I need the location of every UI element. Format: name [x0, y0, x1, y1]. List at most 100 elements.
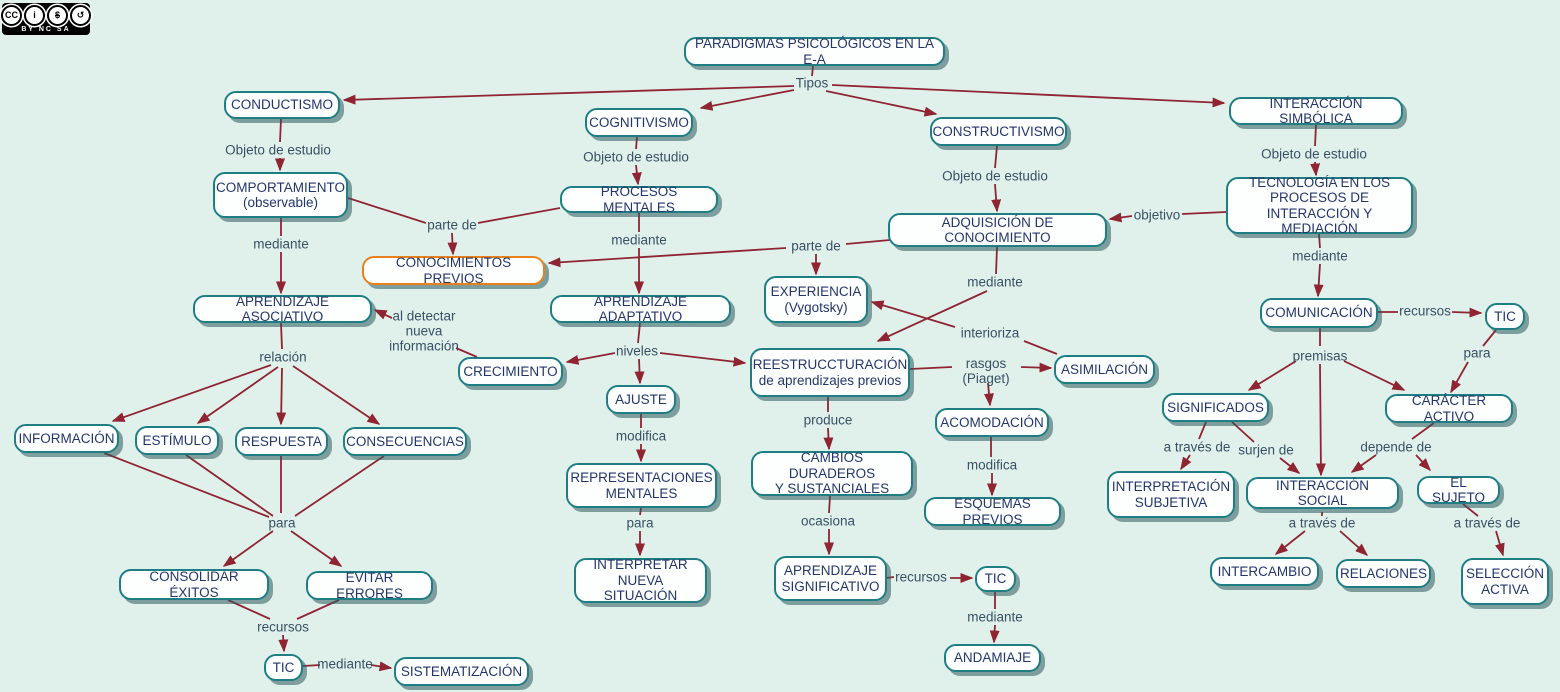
concept-node-intercambio: INTERCAMBIO [1210, 557, 1319, 586]
edge-line [909, 366, 953, 370]
concept-node-cambios-duraderos: CAMBIOS DURADEROS Y SUSTANCIALES [751, 450, 913, 496]
edge-line [1020, 362, 1053, 373]
edge-line [290, 530, 343, 567]
edge-line [1231, 421, 1255, 443]
link-label-objeto-de-estudio-constructivismo: Objeto de estudio [942, 168, 1048, 184]
link-label-mediante-comportamiento: mediante [253, 236, 309, 252]
link-label-a-traves-de-significados: a través de [1163, 439, 1231, 455]
link-label-ocasiona: ocasiona [800, 513, 856, 529]
concept-node-informacion: INFORMACIÓN [14, 424, 119, 453]
edge-line [1411, 422, 1435, 440]
link-label-tipos: Tipos [795, 75, 829, 91]
concept-node-conductismo: CONDUCTISMO [224, 91, 340, 119]
cc-license-caption: BY NC SA [21, 26, 71, 33]
edge-line [659, 352, 747, 367]
edge-line [447, 232, 458, 256]
link-label-modifica-acomodacion: modifica [966, 457, 1018, 473]
edge-line [222, 530, 274, 567]
concept-node-reestruccturacion: REESTRUCCTURACIÓN de aprendizajes previo… [750, 348, 910, 397]
edge-line [831, 84, 1226, 108]
link-label-a-traves-de-sujeto: a través de [1453, 515, 1521, 531]
edge-line [1462, 503, 1479, 517]
concept-node-aprendizaje-asociativo: APRENDIZAJE ASOCIATIVO [193, 294, 372, 324]
edge-line [885, 576, 895, 579]
link-label-a-traves-de-interaccion: a través de [1288, 515, 1356, 531]
link-label-modifica-ajuste: modifica [615, 428, 667, 444]
concept-node-procesos-mentales: PROCESOS MENTALES [560, 184, 718, 215]
edge-line [1450, 361, 1469, 394]
edge-line [276, 367, 287, 426]
link-label-premisas: premisas [1292, 348, 1348, 364]
concept-node-ajuste: AJUSTE [606, 385, 676, 414]
concept-node-conocimientos-previos: CONOCIMIENTOS PREVIOS [362, 255, 545, 286]
edge-line [1274, 530, 1306, 555]
edge-line [828, 495, 831, 514]
share-alike-icon: ↺ [70, 4, 91, 26]
edge-line [279, 118, 282, 143]
attribution-icon: i [24, 4, 45, 26]
link-label-mediante-tic-centro: mediante [967, 609, 1023, 625]
concept-node-significados: SIGNIFICADOS [1162, 393, 1269, 422]
edge-line [1494, 530, 1505, 557]
edge-line [103, 452, 270, 518]
concept-node-interaccion-social: INTERACCIÓN SOCIAL [1246, 477, 1399, 509]
edge-line [631, 164, 642, 186]
edge-line [1451, 307, 1483, 318]
concept-node-paradigmas-psicologicos: PARADIGMAS PSICOLÓGICOS EN LA E-A [684, 36, 945, 67]
edge-line [111, 364, 272, 422]
edge-line [991, 183, 1002, 213]
link-label-para-conductismo: para [268, 515, 296, 531]
edge-line [1310, 161, 1321, 177]
edge-line [634, 358, 645, 385]
edge-line [845, 239, 891, 245]
edge-line [811, 65, 814, 77]
concept-node-asimilacion: ASIMILACIÓN [1054, 355, 1155, 384]
edge-line [185, 454, 274, 517]
concept-node-aprendizaje-significativo: APRENDIZAJE SIGNIFICATIVO [774, 556, 887, 601]
edge-line [373, 309, 393, 320]
edge-line [1108, 212, 1133, 223]
link-label-relacion: relación [259, 349, 307, 365]
edge-line [302, 664, 321, 667]
concept-node-caracter-activo: CARÁCTER ACTIVO [1385, 393, 1513, 424]
concept-node-adquisicion-de-conocimiento: ADQUISICIÓN DE CONOCIMIENTO [888, 213, 1107, 247]
concept-node-constructivismo: CONSTRUCTIVISMO [930, 117, 1067, 146]
link-label-rasgos-piaget: rasgos (Piaget) [962, 355, 1010, 386]
link-label-objeto-de-estudio-interaccion: Objeto de estudio [1261, 146, 1367, 162]
edge-line [876, 290, 988, 342]
edge-line [870, 300, 956, 328]
link-label-mediante-procesos: mediante [611, 232, 667, 248]
link-label-niveles: niveles [615, 343, 659, 359]
concept-node-comunicacion: COMUNICACIÓN [1260, 298, 1378, 328]
concept-node-tecnologia-procesos: TECNOLOGÍA EN LOS PROCESOS DE INTERACCIÓ… [1226, 175, 1413, 236]
edge-line [347, 197, 427, 224]
edge-line [1247, 360, 1297, 391]
edge-line [296, 599, 340, 620]
link-label-surjen-de: surjen de [1238, 442, 1294, 458]
edge-line [342, 85, 795, 105]
edge-line [1318, 233, 1321, 249]
link-label-recursos-significativo: recursos [895, 569, 947, 585]
link-label-mediante-adquisicion: mediante [967, 274, 1023, 290]
edge-line [1198, 421, 1207, 440]
concept-node-consolidar-exitos: CONSOLIDAR ÉXITOS [119, 569, 269, 600]
edge-line [1482, 329, 1497, 347]
concept-node-representaciones-mentales: REPRESENTACIONES MENTALES [566, 463, 717, 508]
concept-node-andamiaje: ANDAMIAJE [944, 644, 1041, 672]
non-commercial-icon: $ [47, 4, 68, 26]
concept-node-seleccion-activa: SELECCIÓN ACTIVA [1461, 558, 1549, 605]
cc-icon: CC [1, 4, 22, 26]
edge-line [699, 89, 795, 111]
concept-node-interaccion-simbolica: INTERACCIÓN SIMBÓLICA [1229, 96, 1403, 126]
edge-line [1343, 360, 1406, 391]
edge-line [227, 599, 271, 620]
concept-node-interpretar-nueva-situacion: INTERPRETAR NUEVA SITUACIÓN [574, 557, 707, 603]
edge-line [823, 427, 834, 451]
edge-line [989, 624, 1000, 644]
concept-node-tic-derecha: TIC [1485, 303, 1525, 330]
edge-line [370, 661, 393, 672]
link-label-para-representaciones: para [626, 515, 654, 531]
